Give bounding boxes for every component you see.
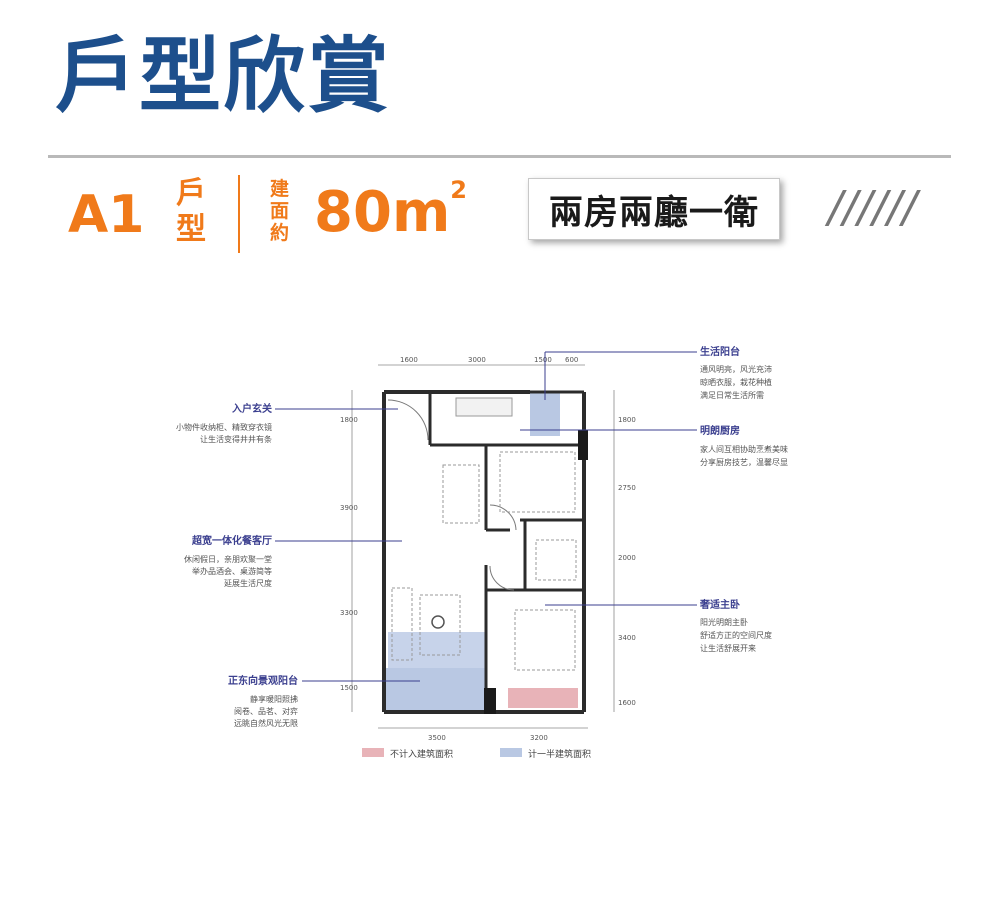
annotation-title: 入户玄关 (232, 402, 272, 415)
annotation-line: 静享暖阳照拂 (250, 694, 298, 704)
legend-swatch (500, 748, 522, 757)
legend: 不计入建筑面积 计一半建筑面积 (362, 748, 591, 760)
area-number: 80 (314, 180, 392, 245)
dim-left: 1800 (340, 416, 358, 424)
info-divider (238, 175, 240, 253)
annotation-line: 分享厨房技艺，温馨尽显 (700, 457, 788, 467)
unit-type-char: 戶 (176, 176, 206, 211)
area-label-char: 建 (270, 178, 290, 200)
annotation-line: 晾晒衣服，栽花种植 (700, 377, 772, 387)
dim-left: 1500 (340, 684, 358, 692)
annotation-line: 让生活变得井井有条 (200, 434, 272, 444)
right-annotations: 生活阳台 通风明亮，风光充沛 晾晒衣服，栽花种植 满足日常生活所需 明朗厨房 家… (699, 345, 788, 653)
annotation-line: 让生活舒展开来 (700, 643, 756, 653)
annotation-line: 阳光明朗主卧 (700, 617, 748, 627)
legend-label: 计一半建筑面积 (528, 748, 591, 760)
dim-bottom: 3500 (428, 734, 446, 742)
annotation-line: 延展生活尺度 (224, 578, 272, 588)
dim-right: 3400 (618, 634, 636, 642)
annotation-line: 满足日常生活所需 (700, 390, 764, 400)
area-label-char: 面 (270, 200, 290, 222)
title-divider (48, 155, 951, 158)
dim-left: 3900 (340, 504, 358, 512)
annotation-line: 阅卷、品茗、对弈 (234, 706, 298, 716)
inner-walls (428, 390, 584, 712)
area-label: 建 面 約 (270, 178, 289, 244)
page-title: 戶型欣賞 (55, 29, 392, 124)
doors (387, 399, 517, 591)
dim-right: 1800 (618, 416, 636, 424)
annotation-line: 小物件收纳柜、精致穿衣镜 (176, 422, 272, 432)
dimension-lines (351, 364, 615, 729)
annotation-line: 休闲假日，亲朋欢聚一堂 (184, 554, 272, 564)
column (578, 430, 588, 460)
unit-type-label: 戶 型 (176, 176, 206, 248)
annotation-title: 生活阳台 (700, 345, 740, 358)
dim-right: 2000 (618, 554, 636, 562)
dim-top: 3000 (468, 356, 486, 364)
bay-window-excluded-area (508, 688, 578, 708)
annotation-title: 超宽一体化餐客厅 (191, 534, 272, 547)
area-value: 80 m 2 (314, 178, 467, 248)
dimension-labels: 1600 3000 1500 600 3500 3200 1800 3900 3… (340, 356, 636, 742)
unit-type-char: 型 (176, 212, 206, 247)
living-rug-icon (431, 615, 445, 629)
legend-swatch (362, 748, 384, 757)
furniture (391, 397, 577, 671)
dim-right: 1600 (618, 699, 636, 707)
annotation-line: 举办品酒会、桌游简等 (192, 566, 272, 576)
area-unit: m (391, 180, 451, 245)
dim-top: 1600 (400, 356, 418, 364)
annotation-leaders (275, 351, 697, 682)
area-unit-superscript: 2 (450, 176, 467, 204)
dim-left: 3300 (340, 609, 358, 617)
unit-code: A1 (68, 185, 145, 245)
column (484, 688, 496, 714)
dim-bottom: 3200 (530, 734, 548, 742)
annotation-line: 通风明亮，风光充沛 (700, 364, 772, 374)
east-balcony-half-area (385, 668, 485, 710)
living-half-area (388, 632, 485, 668)
area-label-char: 約 (270, 222, 290, 244)
annotation-title: 奢适主卧 (699, 598, 740, 611)
decorative-slashes: ////// (828, 182, 917, 233)
legend-label: 不计入建筑面积 (390, 748, 453, 760)
left-annotations: 入户玄关 小物件收纳柜、精致穿衣镜 让生活变得井井有条 超宽一体化餐客厅 休闲假… (176, 402, 298, 728)
annotation-title: 正东向景观阳台 (228, 674, 298, 687)
annotation-line: 家人间互相协助烹煮美味 (700, 444, 788, 454)
annotation-line: 远眺自然风光无限 (234, 718, 298, 728)
annotation-line: 舒适方正的空间尺度 (700, 630, 772, 640)
dim-right: 2750 (618, 484, 636, 492)
dim-top: 600 (565, 356, 578, 364)
dim-top: 1500 (534, 356, 552, 364)
layout-badge: 兩房兩廳一衛 (528, 178, 780, 240)
annotation-title: 明朗厨房 (700, 424, 740, 437)
